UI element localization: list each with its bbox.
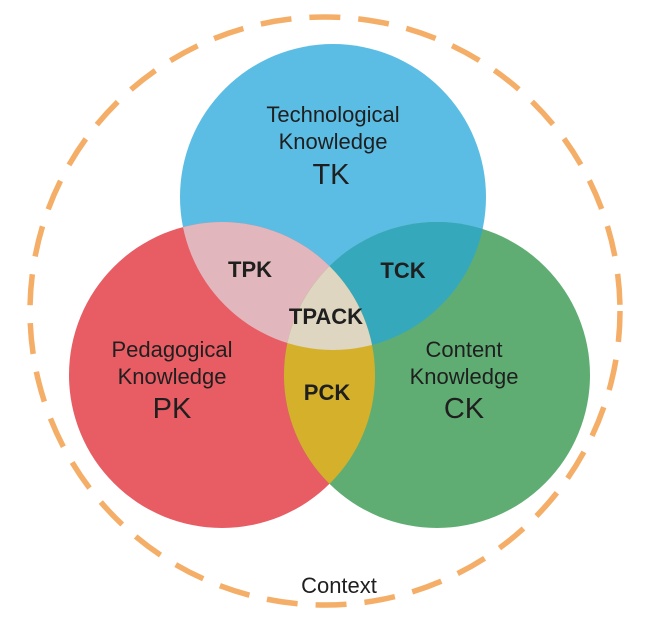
tk-overlap-group — [180, 222, 486, 350]
tck-region — [284, 222, 486, 350]
ck-name-line2: Knowledge — [410, 364, 519, 389]
tk-abbr: TK — [312, 159, 350, 191]
ck-abbr: CK — [444, 393, 485, 425]
pck-label: PCK — [304, 380, 351, 405]
pk-name-line2: Knowledge — [118, 364, 227, 389]
tpack-label: TPACK — [289, 304, 363, 329]
ck-name-line1: Content — [425, 337, 502, 362]
tpk-label: TPK — [228, 257, 272, 282]
context-dashed-circle — [27, 14, 623, 608]
tck-label: TCK — [380, 258, 425, 283]
tk-name-line2: Knowledge — [279, 129, 388, 154]
tpk-region — [180, 222, 375, 350]
pk-abbr: PK — [153, 393, 192, 425]
pk-name-line1: Pedagogical — [111, 337, 232, 362]
context-label: Context — [301, 573, 377, 598]
tk-name-line1: Technological — [266, 102, 399, 127]
